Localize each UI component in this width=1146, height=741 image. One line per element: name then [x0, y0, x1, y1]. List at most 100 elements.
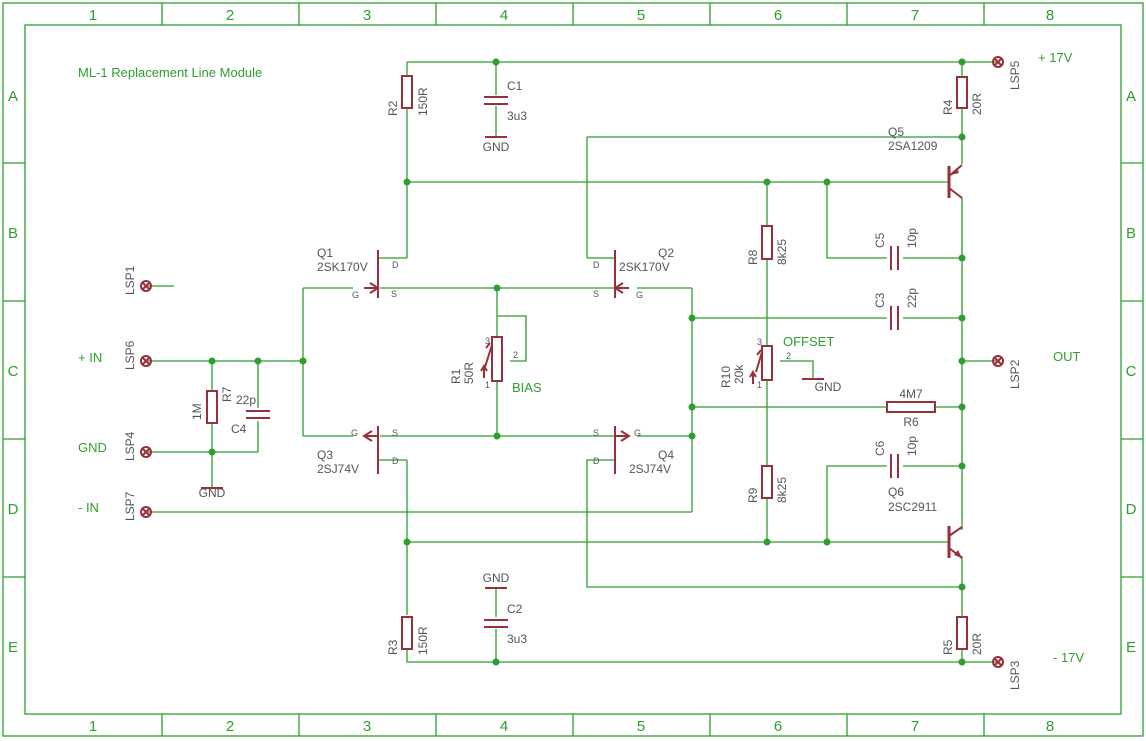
svg-text:22p: 22p: [905, 288, 919, 308]
svg-text:Q4: Q4: [658, 448, 674, 462]
svg-text:8k25: 8k25: [775, 239, 789, 265]
row-label-right-d: D: [1126, 501, 1137, 518]
svg-text:3: 3: [757, 337, 762, 347]
svg-text:1M: 1M: [190, 403, 204, 420]
svg-text:20R: 20R: [970, 633, 984, 655]
terminal-lsp2: LSP2: [992, 355, 1022, 389]
svg-text:R4: R4: [941, 99, 955, 115]
svg-text:C1: C1: [507, 79, 523, 93]
svg-text:8k25: 8k25: [775, 477, 789, 503]
row-label-right-a: A: [1126, 88, 1136, 105]
resistor-r2: R2 150R: [386, 75, 430, 116]
terminal-lsp7: LSP7: [123, 491, 152, 521]
svg-text:C3: C3: [873, 292, 887, 308]
svg-text:S: S: [391, 289, 397, 299]
row-label-left-e: E: [8, 639, 18, 656]
col-label-top-6: 6: [774, 7, 782, 24]
svg-text:2SK170V: 2SK170V: [619, 260, 670, 274]
resistor-r3: R3 150R: [386, 616, 430, 655]
svg-text:2SA1209: 2SA1209: [888, 139, 938, 153]
svg-text:D: D: [593, 456, 600, 466]
svg-text:G: G: [636, 290, 643, 300]
svg-text:R3: R3: [386, 639, 400, 655]
row-label-left-a: A: [8, 88, 18, 105]
bjt-q5: Q5 2SA1209: [888, 125, 963, 199]
svg-text:D: D: [392, 260, 399, 270]
col-label-bottom-5: 5: [637, 718, 645, 735]
svg-text:R1: R1: [449, 368, 463, 384]
gnd-symbol-input: GND: [199, 486, 226, 500]
row-label-left-c: C: [8, 363, 19, 380]
svg-text:Q3: Q3: [317, 448, 333, 462]
col-label-top-3: 3: [363, 7, 371, 24]
svg-text:D: D: [392, 456, 399, 466]
resistor-r4: R4 20R: [941, 76, 984, 115]
svg-text:3u3: 3u3: [507, 109, 527, 123]
capacitor-c3: C3 22p: [873, 288, 919, 330]
svg-text:150R: 150R: [416, 87, 430, 116]
jfet-q1: D S G Q1 2SK170V: [317, 246, 399, 300]
lsp2-label: LSP2: [1008, 359, 1022, 389]
row-label-left-d: D: [8, 501, 19, 518]
row-label-right-b: B: [1126, 225, 1136, 242]
svg-text:C2: C2: [507, 602, 523, 616]
col-label-bottom-8: 8: [1046, 718, 1054, 735]
svg-text:R2: R2: [386, 100, 400, 116]
svg-text:G: G: [352, 290, 359, 300]
col-label-bottom-2: 2: [226, 718, 234, 735]
jfet-q2: D S G Q2 2SK170V: [593, 246, 674, 300]
capacitor-c4: C4 22p: [231, 393, 270, 436]
resistor-r7: 1M R7: [190, 386, 234, 424]
svg-text:1: 1: [485, 380, 490, 390]
svg-text:Q1: Q1: [317, 246, 333, 260]
svg-text:10p: 10p: [905, 228, 919, 248]
lsp5-label: LSP5: [1008, 60, 1022, 90]
capacitor-c2: C2 3u3: [484, 602, 527, 646]
terminal-lsp1: LSP1: [123, 265, 152, 295]
svg-text:Q6: Q6: [888, 485, 904, 499]
potentiometer-r1: 3 2 1 R1 50R: [449, 336, 518, 390]
potentiometer-r10: 3 2 1 R10 20k: [719, 337, 791, 390]
svg-text:S: S: [593, 428, 599, 438]
svg-text:G: G: [634, 428, 641, 438]
net-label-in-neg: - IN: [78, 500, 99, 515]
terminal-lsp4: LSP4: [123, 431, 152, 461]
frame-row-labels: A B C D E A B C D E: [8, 88, 1137, 656]
jfet-q3: S D G Q3 2SJ74V: [317, 426, 399, 476]
svg-text:R9: R9: [746, 487, 760, 503]
svg-text:2SC2911: 2SC2911: [888, 500, 937, 514]
terminal-lsp5: LSP5: [992, 56, 1022, 90]
svg-text:G: G: [351, 428, 358, 438]
svg-text:3: 3: [485, 336, 490, 346]
row-label-left-b: B: [8, 225, 18, 242]
resistor-r6: 4M7 R6: [886, 387, 936, 429]
svg-text:C6: C6: [873, 440, 887, 456]
terminal-lsp3: LSP3: [992, 656, 1022, 690]
net-label-neg-rail: - 17V: [1053, 650, 1084, 665]
svg-text:150R: 150R: [416, 626, 430, 655]
junctions: [208, 58, 966, 666]
svg-text:GND: GND: [815, 380, 842, 394]
svg-text:C4: C4: [231, 422, 247, 436]
svg-text:GND: GND: [199, 486, 226, 500]
col-label-top-4: 4: [500, 7, 508, 24]
net-label-out: OUT: [1053, 349, 1081, 364]
svg-text:R8: R8: [746, 249, 760, 265]
col-label-top-2: 2: [226, 7, 234, 24]
row-label-right-e: E: [1126, 639, 1136, 656]
svg-text:R5: R5: [941, 639, 955, 655]
svg-text:2SJ74V: 2SJ74V: [629, 462, 671, 476]
resistor-r8: R8 8k25: [746, 225, 789, 265]
svg-text:22p: 22p: [236, 393, 256, 407]
svg-text:20R: 20R: [970, 93, 984, 115]
gnd-symbol-offset: GND: [802, 378, 842, 394]
svg-text:R7: R7: [220, 386, 234, 402]
gnd-symbol-c1: GND: [483, 136, 510, 154]
svg-text:GND: GND: [483, 140, 510, 154]
svg-text:1: 1: [757, 380, 762, 390]
terminal-lsp6: LSP6: [123, 340, 152, 370]
svg-text:S: S: [593, 289, 599, 299]
lsp6-label: LSP6: [123, 340, 137, 370]
resistor-r9: R9 8k25: [746, 465, 789, 503]
